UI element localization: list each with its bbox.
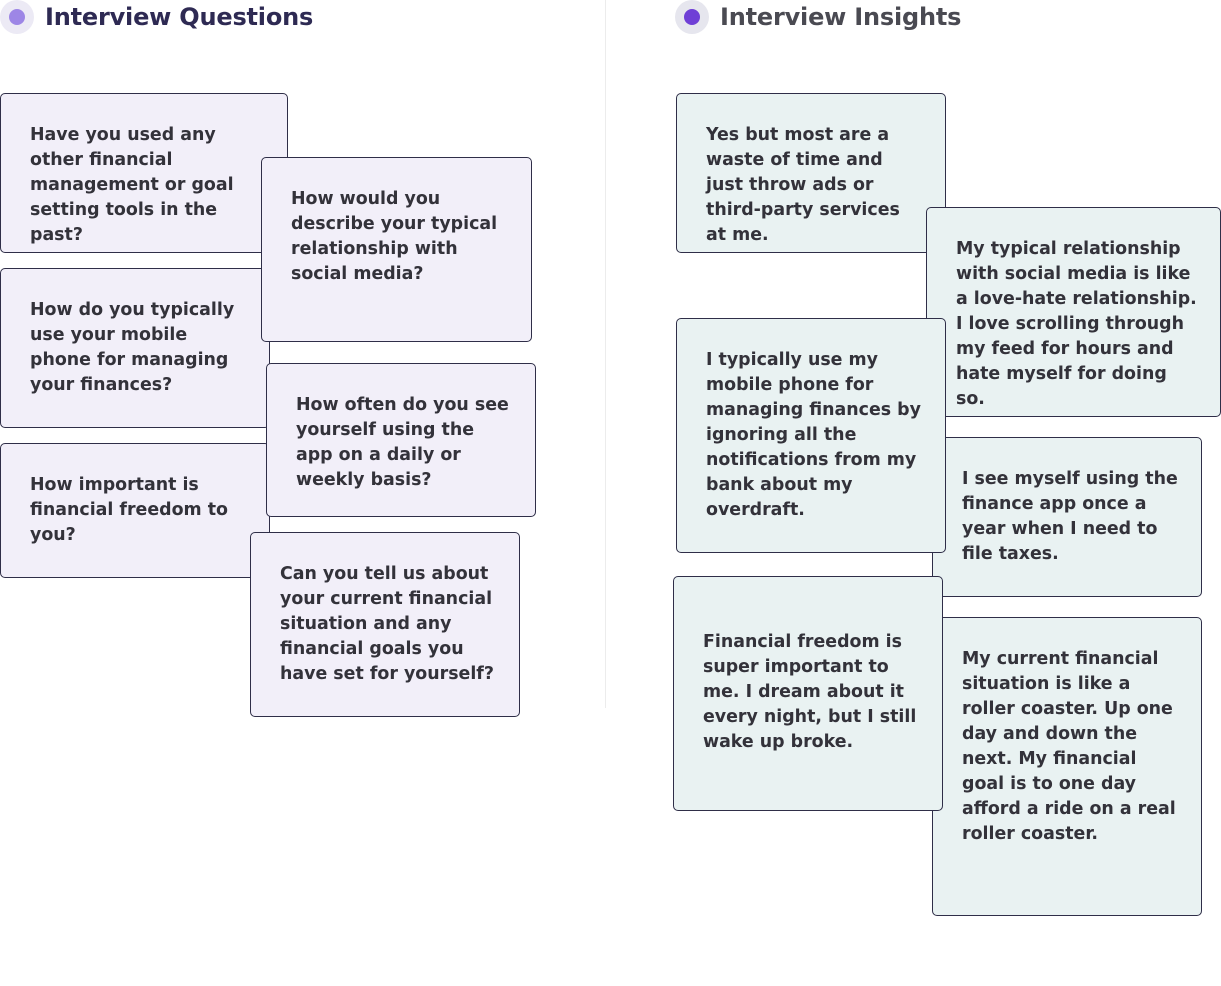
question-card-app-usage[interactable]: How often do you see yourself using the … — [266, 363, 536, 517]
insights-title: Interview Insights — [720, 3, 962, 31]
insight-card-app-usage[interactable]: I see myself using the finance app once … — [932, 437, 1202, 597]
insight-card-financial-situation[interactable]: My current financial situation is like a… — [932, 617, 1202, 916]
insight-card-social-media[interactable]: My typical relationship with social medi… — [926, 207, 1221, 417]
insight-card-financial-freedom[interactable]: Financial freedom is super important to … — [673, 576, 943, 811]
insights-header: Interview Insights — [675, 0, 961, 34]
questions-dot-icon — [9, 9, 25, 25]
insights-status-icon — [675, 0, 709, 34]
questions-title: Interview Questions — [45, 3, 314, 31]
questions-header: Interview Questions — [0, 0, 313, 34]
question-card-financial-situation[interactable]: Can you tell us about your current finan… — [250, 532, 520, 717]
question-card-mobile-phone[interactable]: How do you typically use your mobile pho… — [0, 268, 270, 428]
insights-dot-icon — [684, 9, 700, 25]
question-card-other-tools[interactable]: Have you used any other financial manage… — [0, 93, 288, 253]
insight-card-other-tools[interactable]: Yes but most are a waste of time and jus… — [676, 93, 946, 253]
question-card-financial-freedom[interactable]: How important is financial freedom to yo… — [0, 443, 270, 578]
question-card-social-media[interactable]: How would you describe your typical rela… — [261, 157, 532, 342]
questions-status-icon — [0, 0, 34, 34]
insight-card-mobile-phone[interactable]: I typically use my mobile phone for mana… — [676, 318, 946, 553]
column-divider — [605, 0, 606, 708]
